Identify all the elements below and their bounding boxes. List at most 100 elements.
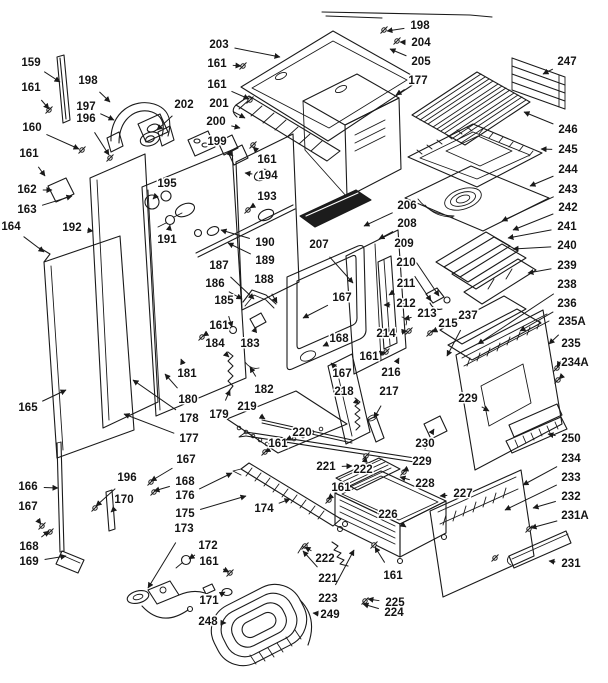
leader-line (501, 196, 554, 222)
part-label-168: 168 (19, 541, 39, 553)
part-label-218: 218 (334, 386, 354, 398)
leader-line (512, 213, 554, 231)
leader-line (202, 330, 210, 337)
part-label-180: 180 (178, 394, 197, 406)
part-label-250: 250 (561, 433, 580, 445)
leader-line (334, 549, 355, 586)
leader-line (198, 472, 233, 490)
leader-line (548, 558, 556, 565)
leader-line (150, 467, 173, 482)
part-label-249: 249 (320, 609, 339, 621)
leader-line (363, 212, 393, 227)
leader-line (352, 398, 360, 405)
leader-line (367, 596, 380, 603)
leader-line (228, 291, 243, 300)
leader-line (147, 542, 177, 589)
bake-element (210, 583, 313, 667)
part-label-212: 212 (396, 298, 415, 310)
leader-line (249, 202, 257, 209)
broil-element-bar (232, 462, 349, 528)
leader-line (188, 553, 196, 560)
leader-line (264, 446, 272, 453)
part-label-192: 192 (62, 222, 81, 234)
part-label-210: 210 (396, 257, 415, 269)
part-label-214: 214 (376, 328, 396, 340)
part-label-238: 238 (557, 279, 577, 291)
part-label-194: 194 (258, 170, 278, 182)
part-label-232: 232 (561, 491, 580, 503)
part-label-220: 220 (292, 427, 311, 439)
part-label-193: 193 (257, 191, 276, 203)
leader-line (200, 494, 247, 511)
part-label-199: 199 (207, 136, 226, 148)
part-label-225: 225 (385, 597, 405, 609)
leader-line (110, 506, 118, 513)
leader-line (403, 314, 412, 321)
leader-line (386, 27, 405, 34)
screw-fastener-slot (301, 542, 309, 550)
leader-line (227, 242, 252, 255)
leader-line (548, 334, 560, 345)
leader-line (218, 591, 226, 598)
part-label-161: 161 (331, 482, 351, 494)
leader-line (529, 175, 554, 187)
lower-trim (506, 530, 572, 569)
part-label-167: 167 (18, 501, 37, 513)
part-label-197: 197 (76, 101, 95, 113)
leader-line (271, 293, 278, 304)
leader-line (231, 123, 241, 130)
leader-line (222, 351, 230, 358)
part-label-185: 185 (214, 295, 234, 307)
leader-line (558, 372, 566, 380)
part-label-162: 162 (17, 184, 36, 196)
leader-line (330, 362, 338, 370)
part-label-168: 168 (329, 333, 349, 345)
part-label-228: 228 (415, 478, 435, 490)
leader-line (527, 268, 552, 275)
part-label-244: 244 (558, 164, 578, 176)
part-label-182: 182 (254, 384, 273, 396)
leader-line (164, 373, 178, 389)
leader-line (481, 405, 490, 412)
part-label-161: 161 (199, 556, 219, 568)
part-label-164: 164 (1, 221, 21, 233)
part-label-189: 189 (255, 255, 274, 267)
part-label-195: 195 (157, 178, 177, 190)
leader-line (35, 517, 42, 525)
leader-line (152, 192, 159, 200)
part-label-242: 242 (558, 202, 577, 214)
rack-rails (238, 419, 422, 464)
leader-line (412, 256, 440, 297)
part-label-201: 201 (209, 98, 229, 110)
part-label-241: 241 (557, 221, 577, 233)
leader-line (401, 328, 408, 335)
leader-line (428, 428, 435, 436)
leader-line (388, 289, 396, 296)
part-label-161: 161 (268, 438, 288, 450)
leader-line (132, 379, 177, 411)
leader-line (87, 227, 94, 234)
leader-line (278, 498, 291, 504)
part-label-213: 213 (417, 308, 436, 320)
part-label-166: 166 (18, 481, 37, 493)
smoke-shield (299, 189, 372, 228)
leader-line (532, 500, 556, 510)
part-label-224: 224 (384, 607, 404, 619)
leader-line (504, 484, 558, 511)
leader-line (232, 111, 246, 119)
part-label-161: 161 (207, 79, 227, 91)
top-trim-strip (321, 11, 493, 19)
leader-line (414, 275, 432, 302)
part-label-226: 226 (378, 509, 397, 521)
leader-line (40, 99, 50, 110)
part-label-202: 202 (174, 99, 193, 111)
part-label-235: 235 (561, 338, 581, 350)
part-label-186: 186 (205, 278, 224, 290)
part-label-240: 240 (557, 240, 576, 252)
part-label-235A: 235A (558, 316, 586, 328)
body-side-box (302, 73, 402, 198)
part-label-205: 205 (411, 56, 431, 68)
part-label-236: 236 (557, 298, 576, 310)
